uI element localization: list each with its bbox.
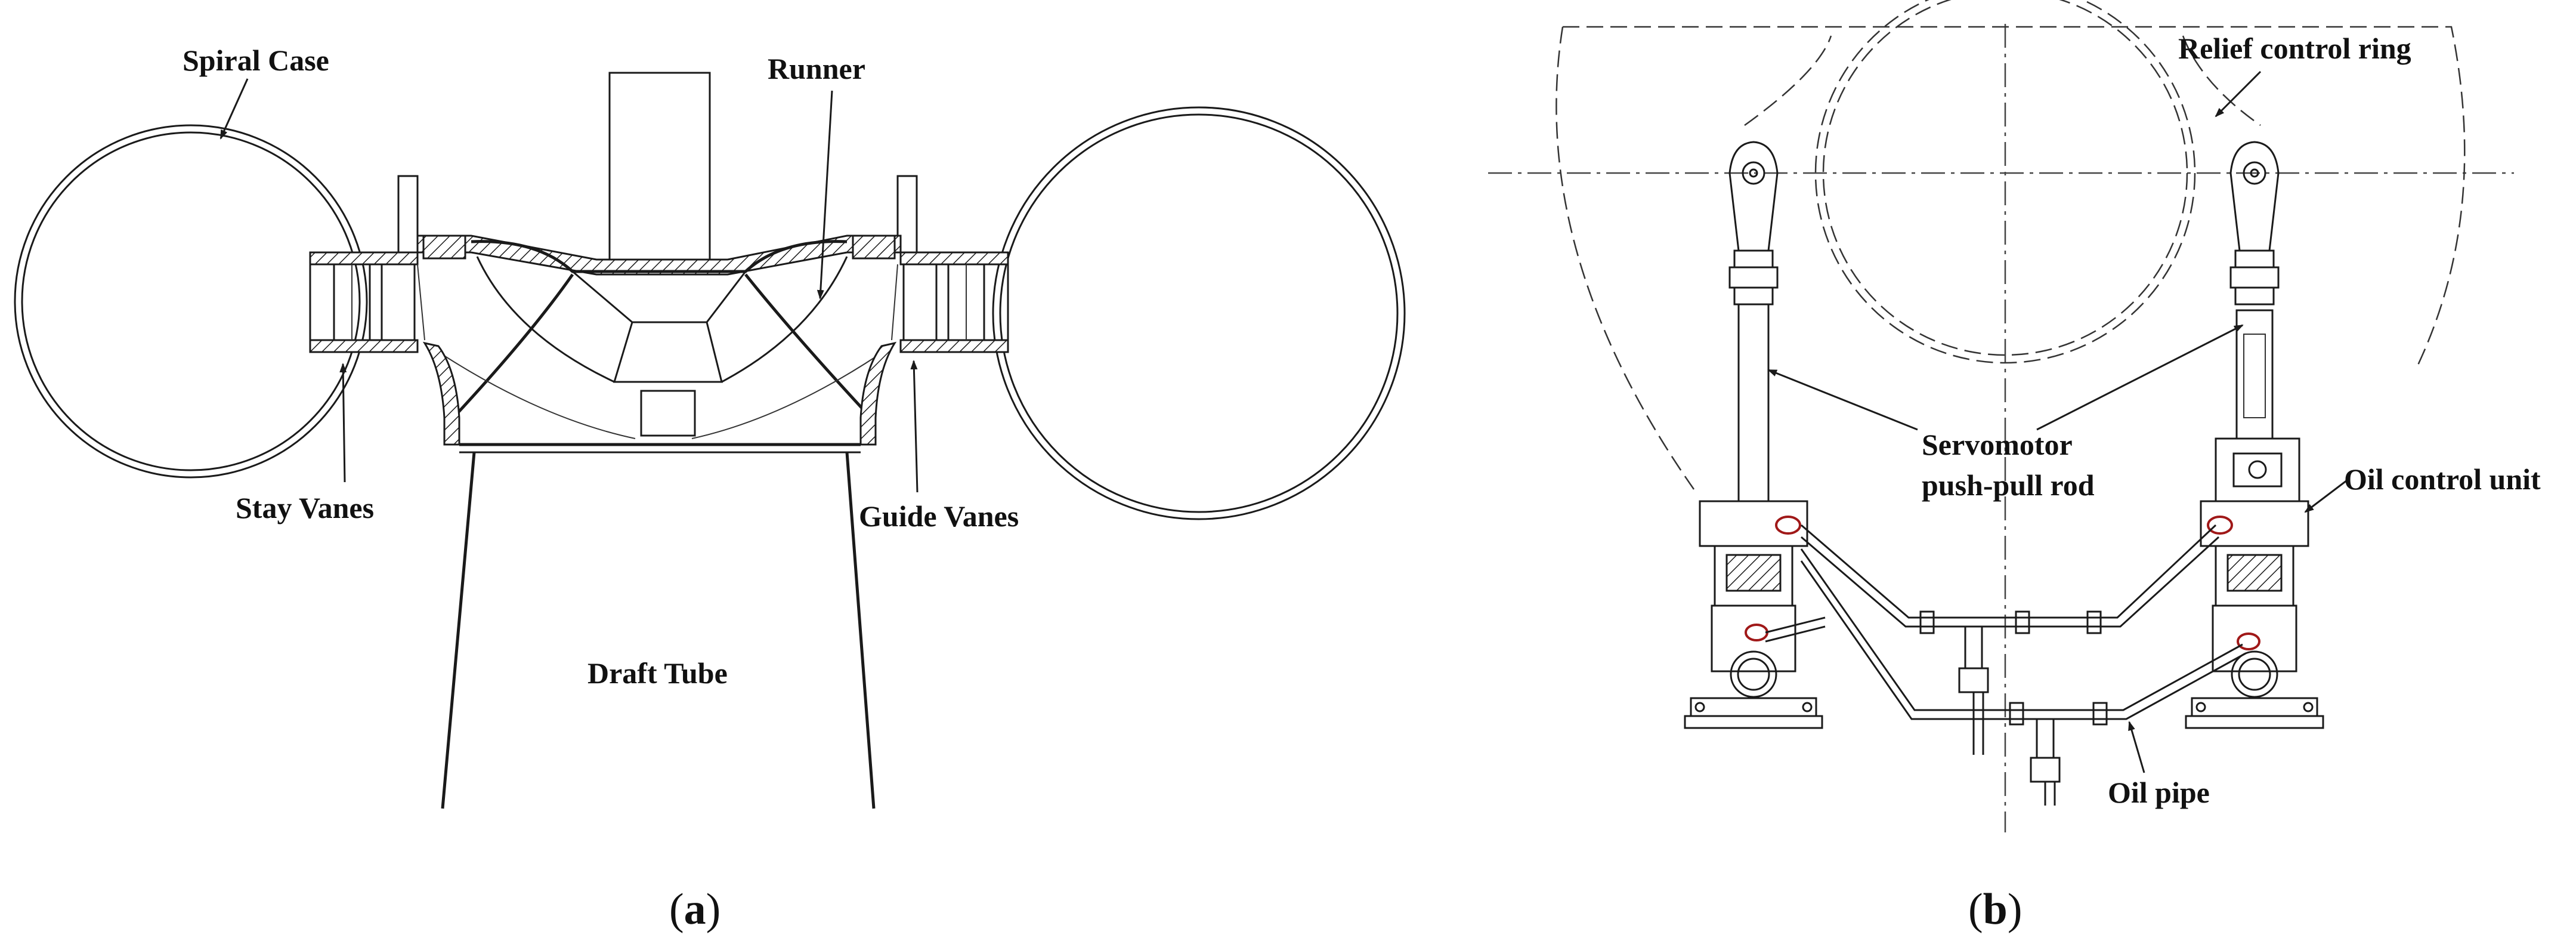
head-cover [416, 235, 902, 276]
right-servomotor-assembly [2185, 141, 2324, 729]
label-stay-vanes: Stay Vanes [236, 491, 374, 525]
label-guide-vanes: Guide Vanes [859, 499, 1019, 533]
label-servomotor-line2: push-pull rod [1922, 468, 2095, 502]
spiral-case-left [14, 124, 368, 479]
label-servomotor: Servomotor push-pull rod [1922, 428, 2095, 502]
runner-leader [817, 90, 833, 300]
label-oil-pipe: Oil pipe [2108, 776, 2210, 809]
panel-b-servomotor-assembly: Relief control ring Servomotor push-pull… [1488, 0, 2541, 934]
discharge-ring [422, 341, 897, 453]
left-servomotor-assembly [1684, 141, 1823, 729]
label-relief-control-ring: Relief control ring [2178, 32, 2411, 65]
caption-b: (b) [1968, 885, 2022, 934]
label-oil-control-unit: Oil control unit [2344, 462, 2541, 496]
caption-a: (a) [669, 885, 720, 934]
label-draft-tube: Draft Tube [587, 656, 728, 690]
relief-control-ring-graphic [1556, 0, 2466, 490]
draft-tube-graphic [441, 452, 876, 809]
label-servomotor-line1: Servomotor [1922, 428, 2072, 461]
turbine-shaft [608, 72, 711, 261]
guide-vanes-graphic [381, 175, 938, 341]
oil-control-unit-leader [2304, 479, 2348, 513]
stay-vanes-leader [339, 363, 347, 483]
servomotor-left-leader [1767, 369, 1918, 431]
oil-pipe-network [1765, 524, 2246, 806]
runner-graphic [429, 240, 892, 439]
spiral-case-leader [219, 78, 249, 140]
panel-a-turbine-section: Spiral Case Runner Stay Vanes Guide Vane… [14, 44, 1406, 934]
oil-pipe-leader [2128, 721, 2145, 773]
servomotor-right-leader [2036, 324, 2244, 431]
spiral-case-right [992, 106, 1406, 520]
guide-vanes-leader [910, 360, 919, 493]
label-spiral-case: Spiral Case [183, 44, 329, 77]
label-runner: Runner [768, 52, 865, 85]
relief-control-ring-leader [2215, 70, 2262, 118]
stay-vanes-graphic [333, 263, 985, 341]
